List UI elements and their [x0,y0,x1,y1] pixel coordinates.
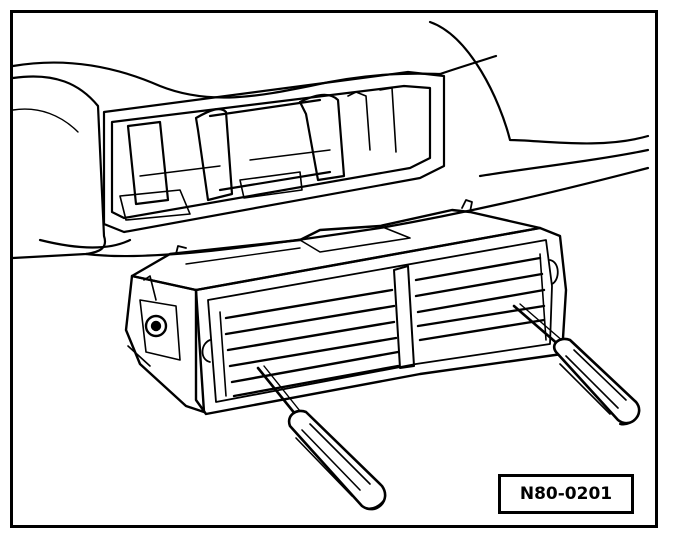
dashboard-icon [11,20,650,260]
figure-label: N80-0201 [498,474,634,514]
vent-opening-icon [102,70,446,234]
screwdriver-right-icon [512,303,641,426]
screwdriver-left-icon [256,365,387,511]
air-vent-housing-icon [124,199,568,416]
